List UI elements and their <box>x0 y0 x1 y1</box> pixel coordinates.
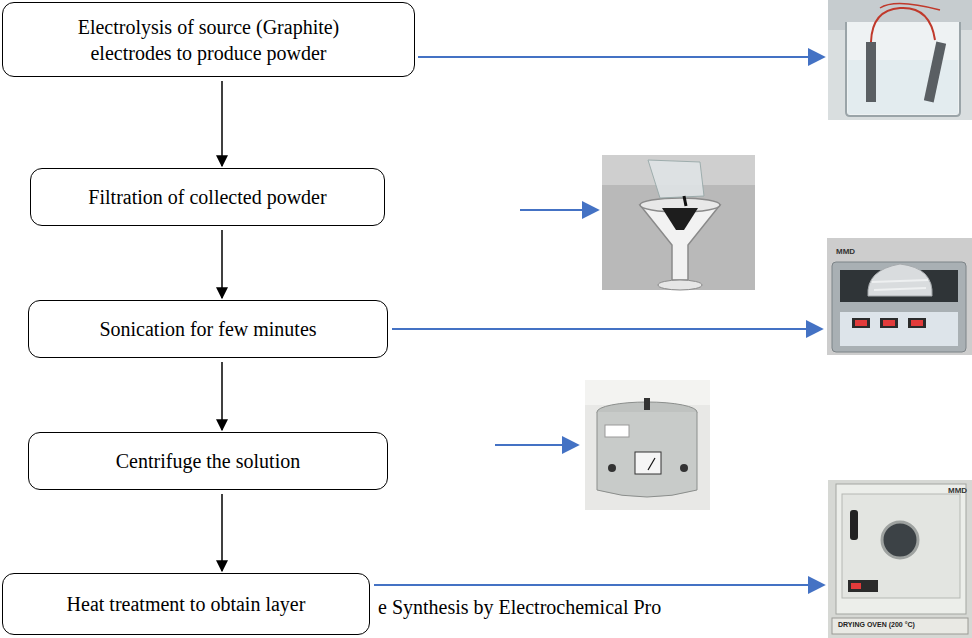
photo-arrows <box>374 57 824 585</box>
photo-arrow <box>418 56 824 58</box>
oven-photo <box>828 480 972 638</box>
electrolysis-photo <box>828 0 972 120</box>
device-plate: DRYING OVEN (200 °C) <box>838 621 915 628</box>
flow-arrow <box>221 494 223 571</box>
sonicator-photo <box>827 238 972 355</box>
process-box: Filtration of collected powder <box>30 168 385 226</box>
step-text: Heat treatment to obtain layer <box>67 591 306 617</box>
step-text: Sonication for few minutes <box>99 316 316 342</box>
photo-arrow <box>520 209 598 211</box>
flow-arrow <box>221 230 223 298</box>
step-text: Electrolysis of source (Graphite) electr… <box>43 14 374 66</box>
caption-fragment: e Synthesis by Electrochemical Pro <box>376 596 663 619</box>
photo-arrow <box>374 584 824 586</box>
photo-arrow <box>392 328 822 330</box>
photo-arrow <box>495 444 578 446</box>
flow-arrow <box>221 81 223 166</box>
filtration-photo <box>602 155 755 290</box>
process-box: Electrolysis of source (Graphite) electr… <box>2 2 415 77</box>
flow-arrow <box>221 362 223 430</box>
brand-mark: MMD <box>836 247 855 256</box>
step-text: Centrifuge the solution <box>116 448 300 474</box>
process-box: Heat treatment to obtain layer <box>2 573 370 635</box>
process-box: Centrifuge the solution <box>28 432 388 490</box>
brand-mark: MMD <box>948 486 967 495</box>
process-box: Sonication for few minutes <box>28 300 388 358</box>
centrifuge-photo <box>585 380 710 510</box>
step-text: Filtration of collected powder <box>88 184 326 210</box>
